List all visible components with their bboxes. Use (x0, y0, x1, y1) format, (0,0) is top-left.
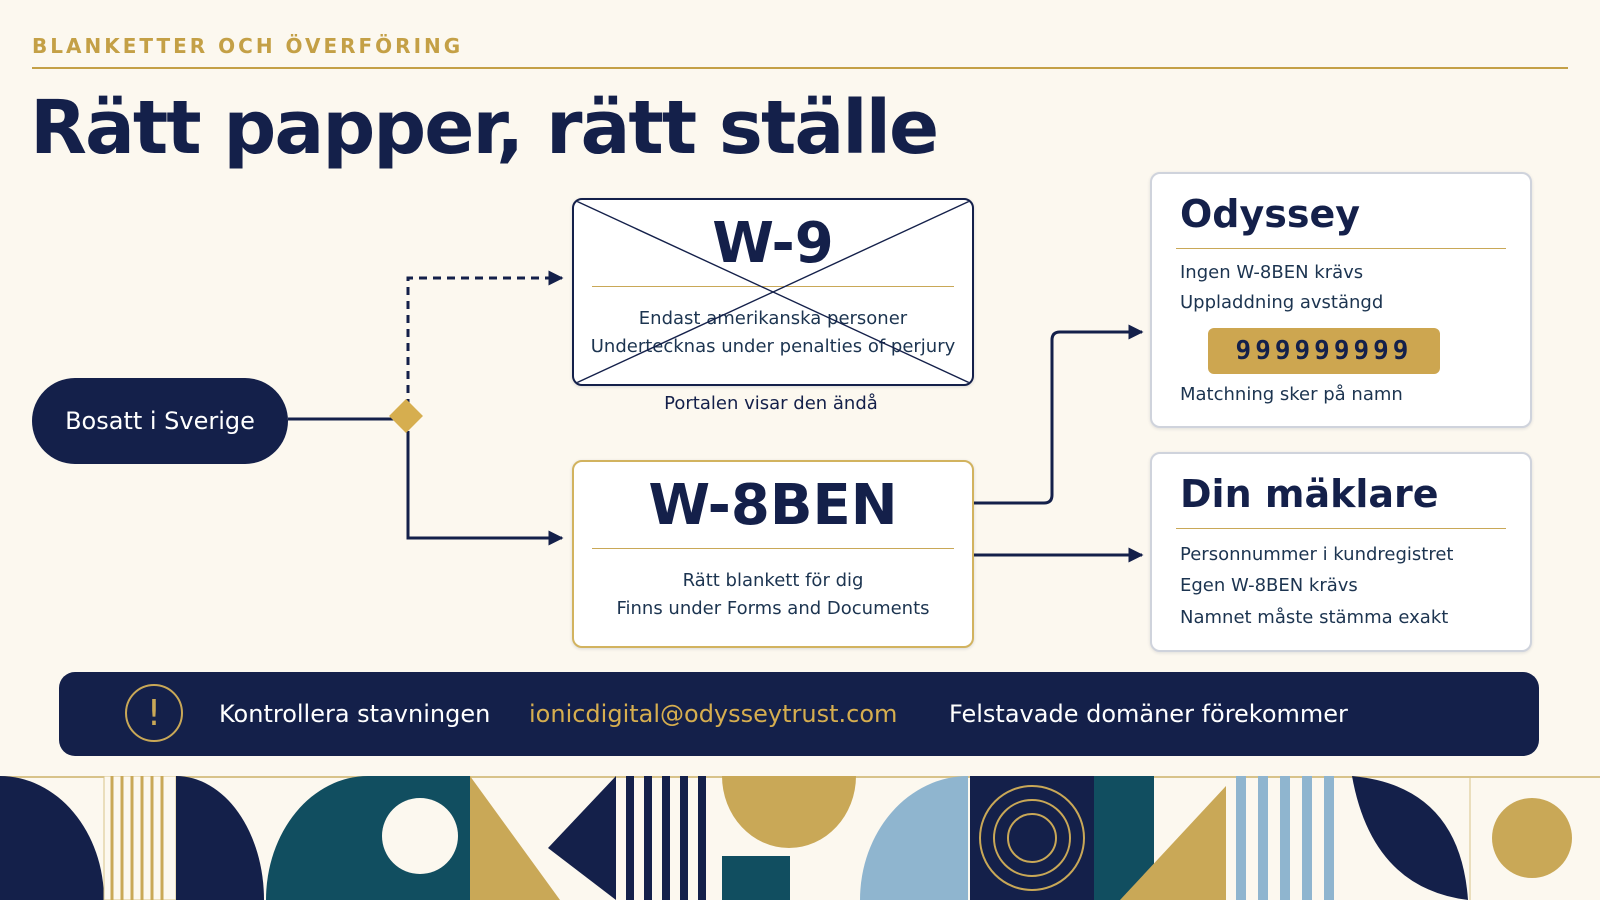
destination-card-odyssey: Odyssey Ingen W-8BEN krävs Uppladdning a… (1150, 172, 1532, 428)
destination-title-broker: Din mäklare (1180, 472, 1439, 516)
form-divider (592, 548, 954, 549)
form-card-w9: W-9 Endast amerikanska personer Undertec… (572, 198, 974, 386)
banner-warning-text: Felstavade domäner förekommer (949, 700, 1348, 728)
form-title-w9: W-9 (712, 211, 834, 276)
destination-detail-line: Personnummer i kundregistret (1180, 544, 1454, 565)
section-eyebrow: BLANKETTER OCH ÖVERFÖRING (32, 34, 464, 58)
destination-card-broker: Din mäklare Personnummer i kundregistret… (1150, 452, 1532, 652)
destination-detail-line: Namnet måste stämma exakt (1180, 607, 1449, 628)
w9-dashed-arrow (406, 270, 564, 407)
banner-email-address: ionicdigital@odysseytrust.com (529, 700, 898, 728)
destination-detail-line: Ingen W-8BEN krävs (1180, 262, 1364, 283)
decorative-pattern-band (0, 776, 1600, 900)
destination-detail-line: Matchning sker på namn (1180, 384, 1403, 405)
form-title-w8ben: W-8BEN (648, 473, 898, 538)
warning-banner: ! Kontrollera stavningen ionicdigital@od… (59, 672, 1539, 756)
page-title: Rätt papper, rätt ställe (30, 85, 939, 171)
destination-detail-line: Egen W-8BEN krävs (1180, 575, 1358, 596)
destination-title-odyssey: Odyssey (1180, 192, 1361, 236)
banner-check-label: Kontrollera stavningen (219, 700, 491, 728)
w8ben-arrow (406, 431, 564, 546)
eyebrow-divider (32, 67, 1568, 69)
form-divider (592, 286, 954, 287)
destination-detail-line: Uppladdning avstängd (1180, 292, 1384, 313)
form-detail-line: Undertecknas under penalties of perjury (590, 336, 956, 357)
form-card-w8ben: W-8BEN Rätt blankett för dig Finns under… (572, 460, 974, 648)
w8ben-to-odyssey-arrow (972, 324, 1144, 505)
form-detail-line: Endast amerikanska personer (638, 308, 908, 329)
destination-divider (1176, 248, 1506, 249)
w9-portal-note: Portalen visar den ändå (664, 393, 878, 414)
masked-id-chip: 999999999 (1208, 328, 1440, 374)
exclamation-circle-icon: ! (125, 684, 183, 742)
form-detail-line: Rätt blankett för dig (682, 570, 864, 591)
start-node-residency: Bosatt i Sverige (32, 378, 288, 464)
form-detail-line: Finns under Forms and Documents (616, 598, 930, 619)
destination-divider (1176, 528, 1506, 529)
